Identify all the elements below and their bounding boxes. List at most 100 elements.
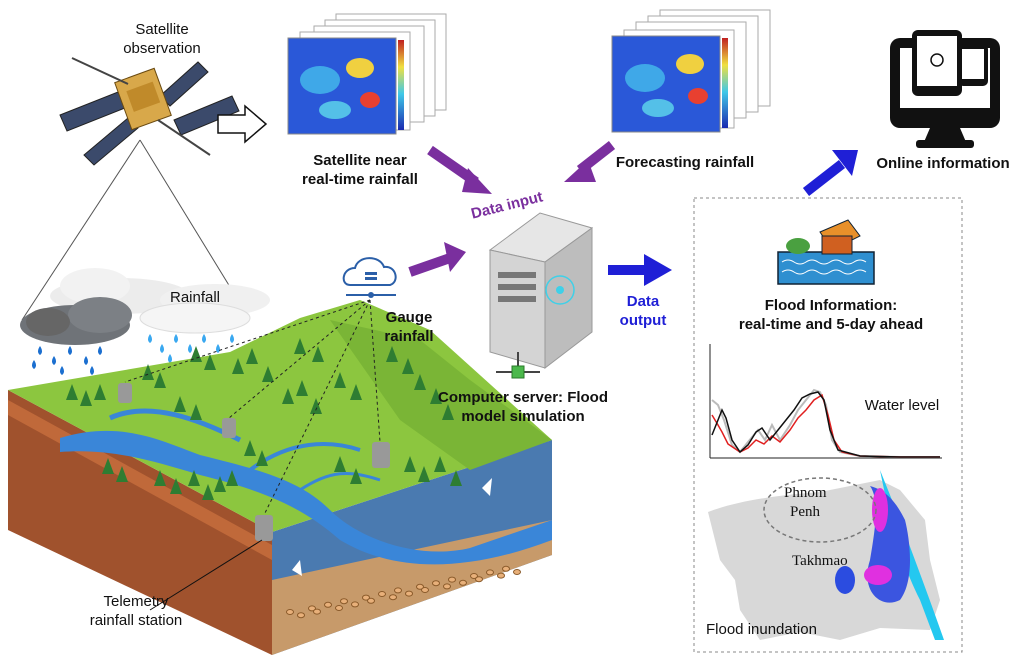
tree-icon xyxy=(142,364,154,380)
tree-icon xyxy=(190,346,202,362)
server-label: Computer server: Flood model simulation xyxy=(428,388,618,426)
tree-icon xyxy=(262,366,274,382)
monitor-icon xyxy=(890,30,1000,148)
raindrop xyxy=(98,346,102,355)
rock xyxy=(389,594,397,601)
tree-icon xyxy=(174,396,186,412)
satellite-rainfall-label: Satellite near real-time rainfall xyxy=(290,151,430,189)
rock xyxy=(313,608,321,615)
tree-icon xyxy=(386,346,398,362)
raindrop xyxy=(60,366,64,375)
rock xyxy=(394,587,402,594)
riverbed-rocks xyxy=(286,565,521,619)
penh-label: Penh xyxy=(790,504,820,520)
forecast-rainfall-maps xyxy=(611,9,771,133)
rock xyxy=(367,597,375,604)
forecast-rainfall-label: Forecasting rainfall xyxy=(615,154,755,171)
tree-icon xyxy=(350,384,362,400)
phnom-label: Phnom xyxy=(784,485,827,501)
rock xyxy=(459,579,467,586)
tree-icon xyxy=(80,390,92,406)
raindrop xyxy=(188,344,192,353)
rock xyxy=(297,612,305,619)
terrain-block xyxy=(8,300,552,655)
satellite-label: Satellite observation xyxy=(112,20,212,58)
flooded-house-icon xyxy=(777,219,875,285)
satellite-to-maps-arrow xyxy=(217,104,268,144)
rock xyxy=(421,587,429,593)
rain-gauge-stations xyxy=(118,383,390,611)
tree-icon xyxy=(204,354,216,370)
tree-icon xyxy=(294,338,306,354)
tree-icon xyxy=(154,372,166,388)
rain-clouds-icon xyxy=(20,268,270,345)
data-input-arrows xyxy=(408,141,616,277)
flood-information-label: Flood Information: real-time and 5-day a… xyxy=(716,296,946,334)
gauge-links xyxy=(124,299,381,516)
computer-server-icon xyxy=(488,212,594,379)
raindrop xyxy=(216,344,220,353)
flood-info-line2: real-time and 5-day ahead xyxy=(738,316,924,333)
rock xyxy=(340,598,348,605)
rock xyxy=(513,569,521,575)
raindrop xyxy=(160,344,164,353)
trees xyxy=(66,338,462,500)
tree-icon xyxy=(170,478,182,494)
tree-icon xyxy=(282,388,294,404)
rock xyxy=(497,572,505,579)
tree-icon xyxy=(154,470,166,486)
tree-icon xyxy=(334,456,346,472)
data-output-label: Data output xyxy=(612,292,674,330)
cloud-server-icon xyxy=(342,257,397,298)
tree-icon xyxy=(296,380,308,396)
tree-icon xyxy=(244,440,256,456)
rock xyxy=(502,565,510,572)
data-output-line2: output xyxy=(619,312,667,329)
satellite-rainfall-maps xyxy=(287,13,447,135)
satellite-rainfall-line1: Satellite near xyxy=(313,152,407,169)
tree-icon xyxy=(188,470,200,486)
raindrops xyxy=(32,334,234,375)
raindrop xyxy=(168,354,172,363)
server-label-line2: model simulation xyxy=(461,408,585,425)
gauge-rainfall-label: Gauge rainfall xyxy=(374,308,444,346)
tree-icon xyxy=(94,384,106,400)
rock xyxy=(405,590,413,597)
rock xyxy=(286,609,294,615)
tree-icon xyxy=(202,484,214,500)
server-label-line1: Computer server: Flood xyxy=(437,389,609,406)
tree-icon xyxy=(102,458,114,474)
rock xyxy=(486,569,494,576)
flood-info-line1: Flood Information: xyxy=(764,297,898,314)
raindrop xyxy=(90,366,94,375)
rainfall-label: Rainfall xyxy=(169,289,221,306)
gauge-label-line2: rainfall xyxy=(384,328,434,345)
data-output-arrows xyxy=(608,150,858,286)
rock xyxy=(335,605,343,611)
rock xyxy=(324,601,332,608)
raindrop xyxy=(202,334,206,343)
tree-icon xyxy=(402,358,414,374)
raindrop xyxy=(32,360,36,369)
tree-icon xyxy=(450,470,462,486)
tree-icon xyxy=(334,372,346,388)
telemetry-line1: Telemetry xyxy=(103,593,169,610)
rock xyxy=(443,583,451,590)
tree-icon xyxy=(116,466,128,482)
tree-icon xyxy=(246,348,258,364)
raindrop xyxy=(68,346,72,355)
rock xyxy=(448,576,456,583)
takhmao-label: Takhmao xyxy=(792,553,848,569)
rock xyxy=(378,591,386,597)
tree-icon xyxy=(66,384,78,400)
telemetry-label: Telemetry rainfall station xyxy=(66,592,206,630)
satellite-rainfall-line2: real-time rainfall xyxy=(302,171,418,188)
raindrop xyxy=(148,334,152,343)
rock xyxy=(432,580,440,587)
phnom-penh-label: Phnom Penh xyxy=(784,484,844,522)
tree-icon xyxy=(430,388,442,404)
tree-icon xyxy=(404,456,416,472)
satellite-label-line1: Satellite xyxy=(135,21,189,38)
raindrop xyxy=(84,356,88,365)
